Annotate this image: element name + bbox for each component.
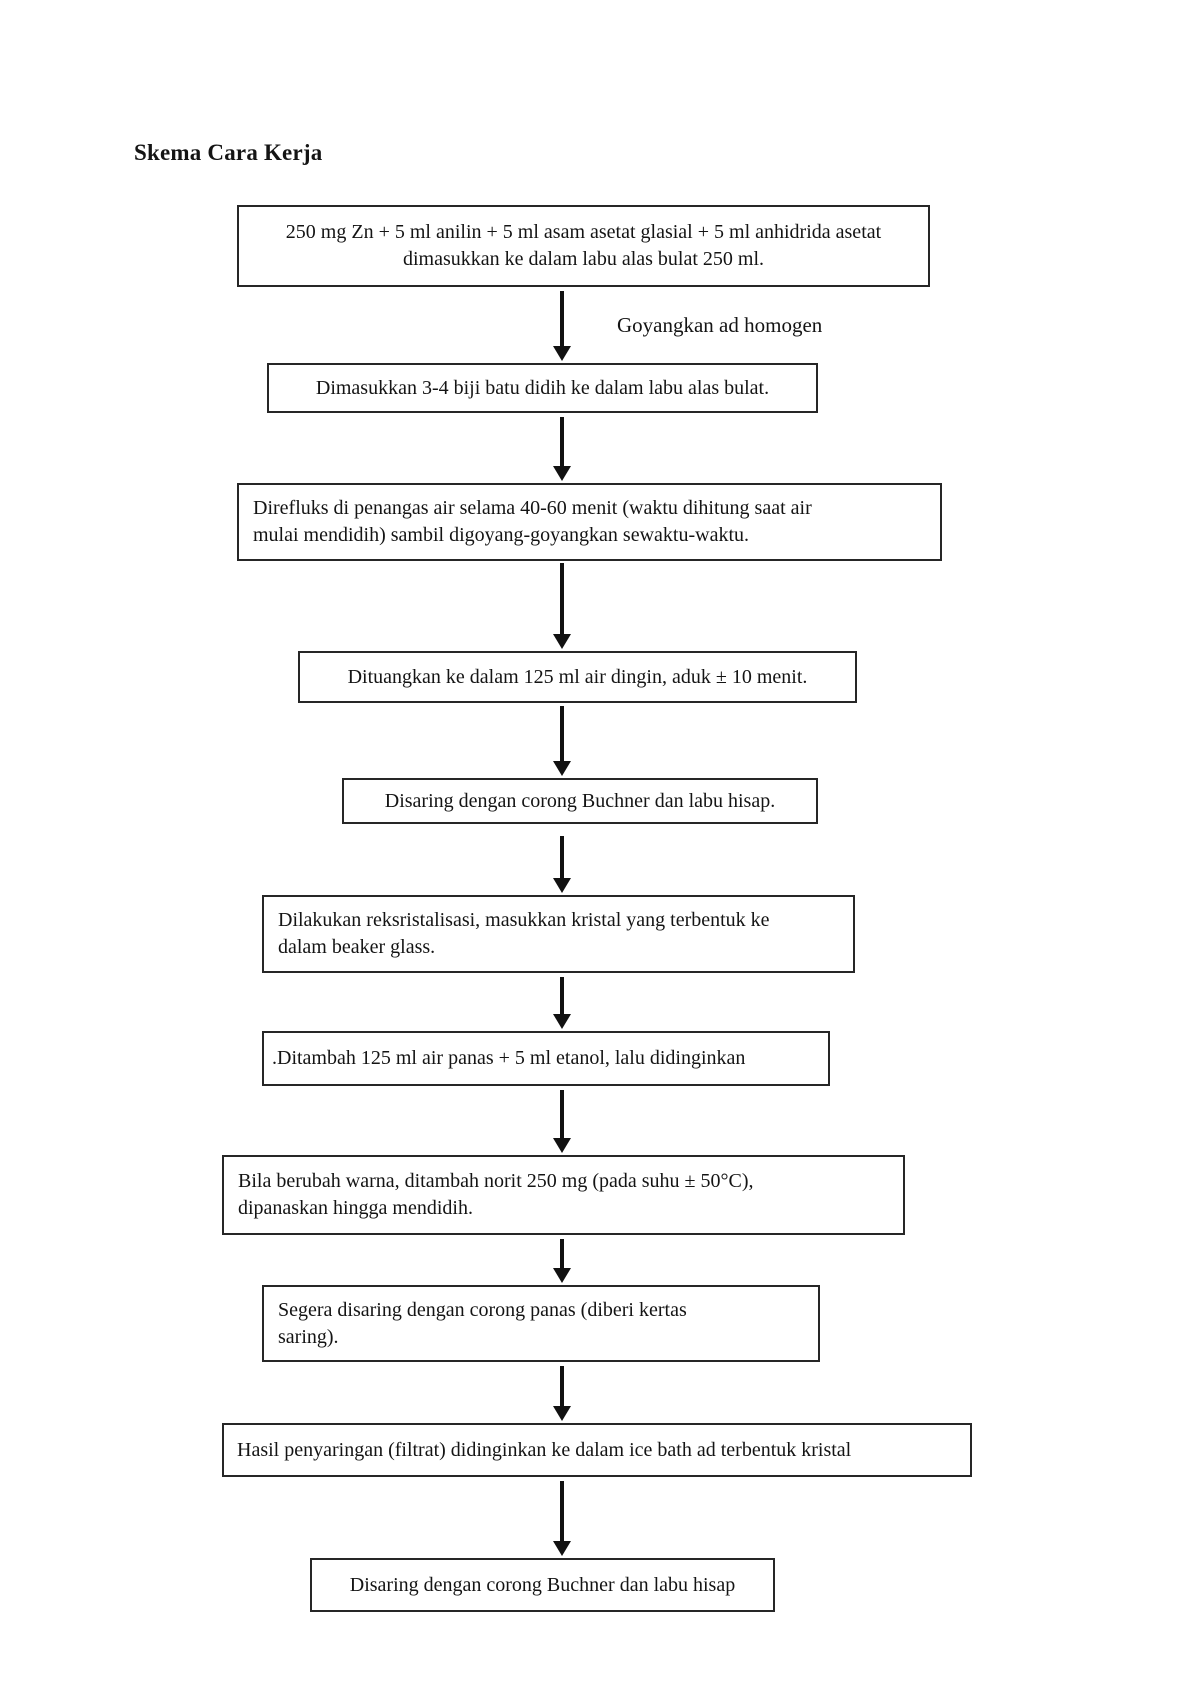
flow-step-5: Disaring dengan corong Buchner dan labu …: [342, 778, 818, 824]
arrow-shaft: [560, 417, 564, 466]
arrow-down-3: [553, 563, 571, 649]
arrow-down-2: [553, 417, 571, 481]
flow-step-3-line-1: Direfluks di penangas air selama 40-60 m…: [253, 497, 812, 519]
arrow-shaft: [560, 1481, 564, 1541]
arrow-shaft: [560, 706, 564, 761]
arrow-down-4: [553, 706, 571, 776]
flow-step-6-line-1: Dilakukan reksristalisasi, masukkan kris…: [278, 909, 770, 931]
flow-step-11-line-1: Disaring dengan corong Buchner dan labu …: [349, 1573, 736, 1596]
flow-step-1-line-1: 250 mg Zn + 5 ml anilin + 5 ml asam aset…: [285, 221, 882, 243]
arrow-head-icon: [553, 1268, 571, 1283]
flow-step-3-line-2: mulai mendidih) sambil digoyang-goyangka…: [253, 524, 750, 546]
arrow-label-goyangkan: Goyangkan ad homogen: [617, 313, 823, 337]
arrow-down-9: [553, 1366, 571, 1421]
arrow-down-7: [553, 1090, 571, 1153]
flow-step-11: Disaring dengan corong Buchner dan labu …: [310, 1558, 775, 1612]
arrow-shaft: [560, 291, 564, 346]
flow-step-8: Bila berubah warna, ditambah norit 250 m…: [222, 1155, 905, 1235]
arrow-head-icon: [553, 1014, 571, 1029]
arrow-head-icon: [553, 1138, 571, 1153]
arrow-down-1: [553, 291, 571, 361]
arrow-shaft: [560, 977, 564, 1014]
arrow-shaft: [560, 1366, 564, 1406]
flow-step-2-line-1: Dimasukkan 3-4 biji batu didih ke dalam …: [315, 376, 770, 399]
flow-step-4: Dituangkan ke dalam 125 ml air dingin, a…: [298, 651, 857, 703]
arrow-head-icon: [553, 761, 571, 776]
flow-step-2: Dimasukkan 3-4 biji batu didih ke dalam …: [267, 363, 818, 413]
arrow-shaft: [560, 1090, 564, 1138]
flow-step-10-line-1: Hasil penyaringan (filtrat) didinginkan …: [237, 1438, 852, 1461]
arrow-down-5: [553, 836, 571, 893]
arrow-head-icon: [553, 1541, 571, 1556]
flow-step-1: 250 mg Zn + 5 ml anilin + 5 ml asam aset…: [237, 205, 930, 287]
flow-step-5-line-1: Disaring dengan corong Buchner dan labu …: [384, 789, 776, 812]
flow-step-10: Hasil penyaringan (filtrat) didinginkan …: [222, 1423, 972, 1477]
arrow-down-6: [553, 977, 571, 1029]
arrow-shaft: [560, 1239, 564, 1268]
arrow-head-icon: [553, 878, 571, 893]
arrow-shaft: [560, 836, 564, 878]
flow-step-8-line-1: Bila berubah warna, ditambah norit 250 m…: [238, 1170, 754, 1192]
flow-step-1-line-2: dimasukkan ke dalam labu alas bulat 250 …: [402, 248, 765, 270]
arrow-head-icon: [553, 1406, 571, 1421]
flow-step-4-line-1: Dituangkan ke dalam 125 ml air dingin, a…: [347, 665, 808, 688]
arrow-head-icon: [553, 346, 571, 361]
flow-step-9-line-1: Segera disaring dengan corong panas (dib…: [278, 1298, 687, 1321]
arrow-head-icon: [553, 466, 571, 481]
flow-step-9-line-2: saring).: [278, 1325, 339, 1348]
flow-step-3: Direfluks di penangas air selama 40-60 m…: [237, 483, 942, 561]
arrow-head-icon: [553, 634, 571, 649]
arrow-down-10: [553, 1481, 571, 1556]
flow-step-7-line-1: .Ditambah 125 ml air panas + 5 ml etanol…: [272, 1047, 746, 1069]
arrow-down-8: [553, 1239, 571, 1283]
flow-step-7: .Ditambah 125 ml air panas + 5 ml etanol…: [262, 1031, 830, 1086]
flow-step-8-line-2: dipanaskan hingga mendidih.: [238, 1197, 473, 1219]
flow-step-9: Segera disaring dengan corong panas (dib…: [262, 1285, 820, 1362]
flow-step-6: Dilakukan reksristalisasi, masukkan kris…: [262, 895, 855, 973]
flow-step-6-line-2: dalam beaker glass.: [278, 936, 436, 958]
page-title: Skema Cara Kerja: [134, 140, 323, 165]
arrow-shaft: [560, 563, 564, 634]
